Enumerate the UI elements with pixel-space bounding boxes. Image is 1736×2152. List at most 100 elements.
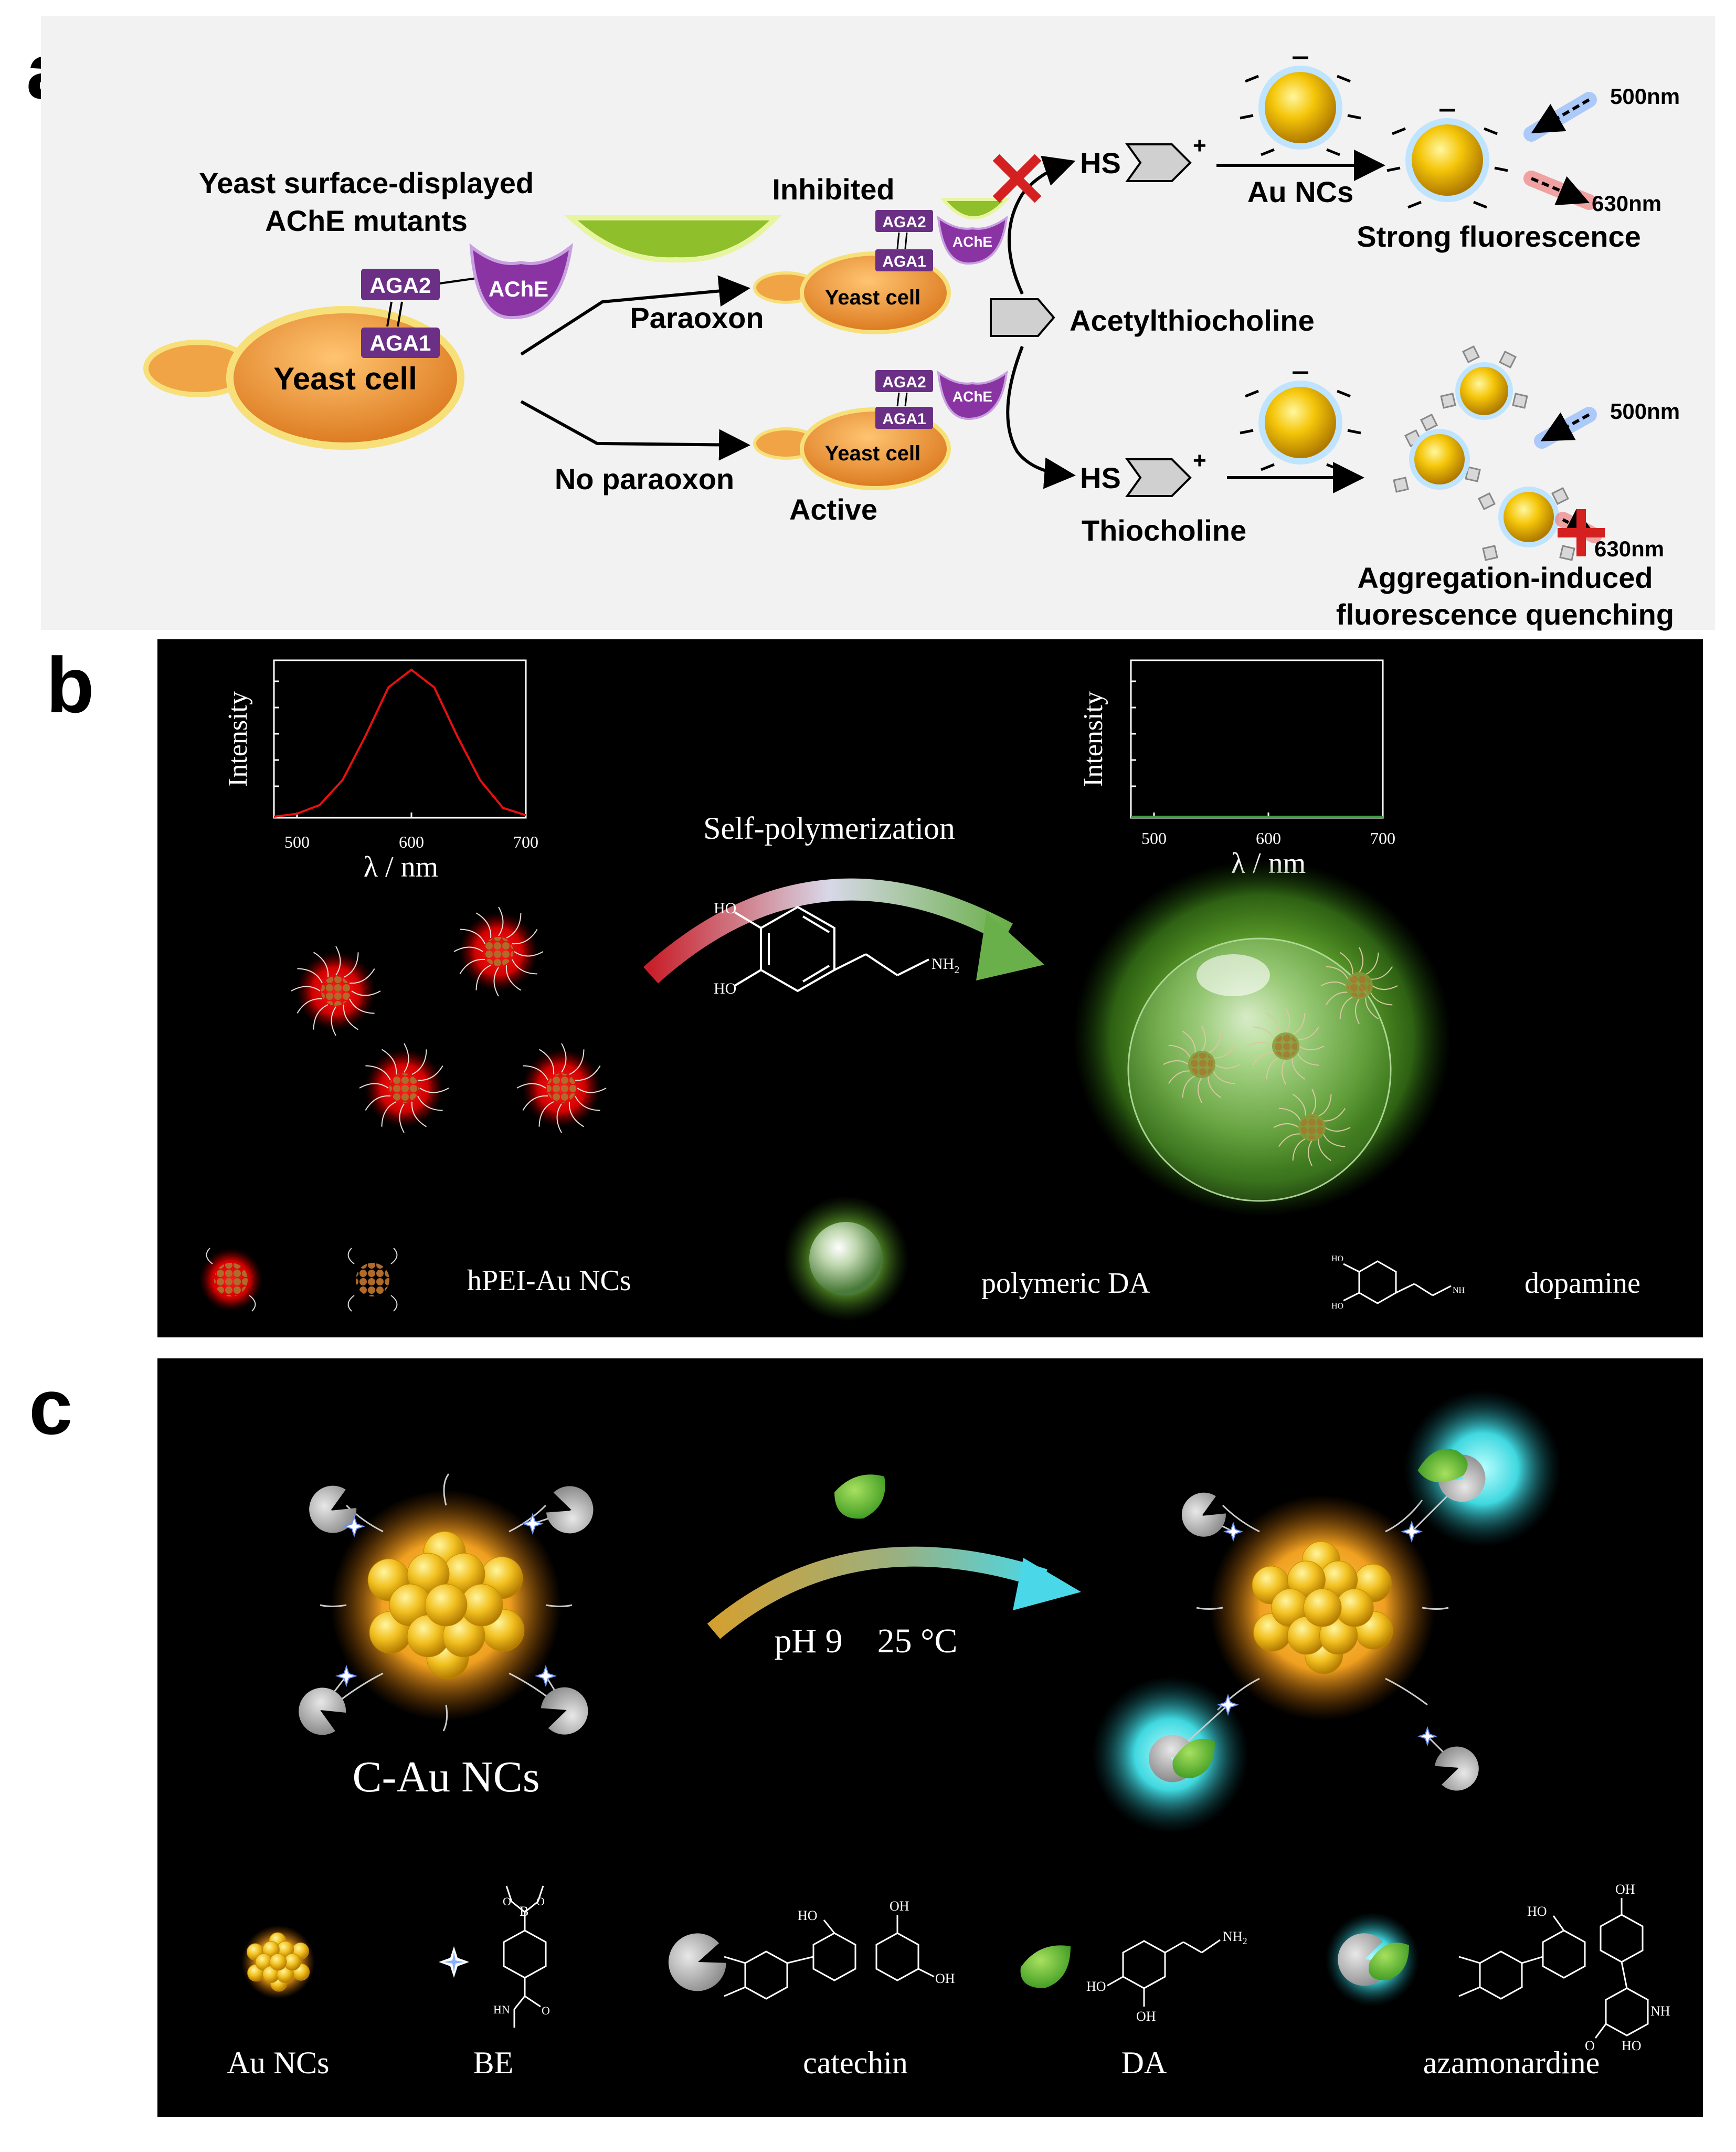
- svg-text:AChE: AChE: [952, 388, 992, 405]
- embedded-nc-cluster: [1273, 1089, 1351, 1166]
- thiocholine-label: Thiocholine: [1082, 514, 1246, 547]
- da-oh-label: OH: [1136, 2009, 1156, 2024]
- tick-700-right: 700: [1370, 829, 1395, 848]
- tick-600-left: 600: [399, 832, 424, 851]
- svg-text:AGA1: AGA1: [882, 253, 926, 270]
- self-polymerization-arrow: [643, 878, 1044, 984]
- legend-polymeric-label: polymeric DA: [981, 1267, 1150, 1300]
- aga-boxes-big: AGA2 AGA1: [361, 269, 477, 358]
- legend-da-leaf-icon: [1020, 1945, 1071, 1988]
- hs-thiol-top: HS +: [1080, 133, 1206, 182]
- azamonardine-ho-label-2: HO: [1622, 2038, 1642, 2053]
- legend-azamonardine-structure: [1458, 1898, 1649, 2039]
- azamonardine-oh-label: OH: [1615, 1882, 1635, 1897]
- catechin-pac-with-be: [299, 1664, 358, 1735]
- legend-au-ncs-icon: [241, 1925, 315, 1999]
- spectrum-chart-left: Intensity 500 600 700 λ / nm: [223, 659, 538, 883]
- nm630-bottom: 630nm: [1594, 536, 1664, 561]
- ache-enzyme-big: AChE: [469, 242, 574, 320]
- svg-text:AChE: AChE: [952, 234, 992, 250]
- legend-be-structure: [503, 1885, 547, 2028]
- red-au-nc-cluster: [291, 946, 381, 1036]
- tick-600-right: 600: [1256, 829, 1281, 848]
- legend-dopamine-ho-1: HO: [1331, 1254, 1343, 1263]
- catechin-pac-with-be: [534, 1664, 588, 1735]
- azamonardine-o-label: O: [1585, 2038, 1595, 2053]
- da-ho-label: HO: [1086, 1979, 1106, 1994]
- catechin-pac-with-be: [1417, 1726, 1479, 1791]
- legend-da-structure: [1107, 1939, 1221, 2007]
- legend-dopamine-ho-2: HO: [1331, 1302, 1343, 1311]
- inhibited-label: Inhibited: [772, 173, 894, 206]
- legend-da-label: DA: [1121, 2045, 1167, 2080]
- be-o-atom-1: O: [503, 1895, 511, 1908]
- red-au-nc-cluster: [359, 1043, 449, 1133]
- da-nh2-label: NH2: [1223, 1929, 1247, 1946]
- legend-dopamine-nh2: NH: [1453, 1286, 1465, 1295]
- svg-text:Yeast cell: Yeast cell: [825, 442, 920, 465]
- spectrum-chart-right: Intensity 500 600 700 λ / nm: [1078, 659, 1395, 880]
- c-au-ncs-right: [1092, 1390, 1561, 1833]
- embedded-nc-cluster: [1247, 1007, 1325, 1085]
- panel-b-letter: b: [46, 641, 94, 729]
- red-au-nc-cluster: [516, 1043, 607, 1133]
- embedded-au-nc-clusters: [1163, 947, 1398, 1166]
- catechin-pac-with-be: [309, 1485, 366, 1538]
- svg-text:HS: HS: [1080, 461, 1121, 494]
- leaf-da-reagent: [834, 1474, 885, 1519]
- spectrum-curve-red: [273, 668, 526, 818]
- paraoxon-shape: [564, 215, 782, 263]
- excitation-arrow-bottom: [1534, 407, 1597, 449]
- legend-catechin-pac-icon: [668, 1933, 726, 1991]
- red-au-nc-clusters: [291, 906, 607, 1133]
- legend-au-ncs-label: Au NCs: [227, 2045, 329, 2080]
- conditions-label: pH 9 25 °C: [774, 1622, 957, 1660]
- blocked-cross: [992, 154, 1042, 203]
- panel-b: Intensity 500 600 700 λ / nm Intensity 5…: [157, 639, 1703, 1337]
- svg-text:AGA2: AGA2: [370, 273, 431, 298]
- svg-text:AGA1: AGA1: [882, 410, 926, 428]
- ho-label-2: HO: [714, 980, 736, 997]
- legend-hpei-label: hPEI-Au NCs: [467, 1264, 631, 1297]
- hs-thiol-bottom: HS +: [1080, 448, 1206, 497]
- svg-text:+: +: [1193, 448, 1206, 473]
- panel-a: Yeast surface-displayed AChE mutants Yea…: [41, 16, 1715, 631]
- active-yeast-cell: Yeast cell AGA2 AGA1 AChE: [753, 370, 1008, 490]
- legend-be-icon: [439, 1946, 469, 1978]
- svg-text:Yeast cell: Yeast cell: [273, 361, 417, 396]
- tick-500-left: 500: [284, 832, 310, 851]
- nm500-top: 500nm: [1610, 84, 1680, 109]
- au-ncs-label: Au NCs: [1247, 175, 1353, 208]
- legend-azamonardine-label: azamonardine: [1423, 2045, 1600, 2080]
- polymeric-da-sphere: [1073, 860, 1451, 1217]
- active-label: Active: [789, 493, 877, 526]
- xlabel-left: λ / nm: [364, 851, 438, 883]
- embedded-nc-cluster: [1163, 1026, 1241, 1103]
- intensity-label-right: Intensity: [1078, 691, 1108, 787]
- panel-c-letter: c: [29, 1363, 73, 1451]
- gold-np-strong: [1386, 109, 1508, 209]
- panel-c: C-Au NCs pH 9 25 °C Au NCs: [157, 1358, 1703, 2117]
- c-au-ncs-left: [299, 1473, 594, 1735]
- excitation-arrow-top: [1523, 92, 1597, 142]
- catechin-pac-with-be: [521, 1486, 594, 1535]
- be-b-atom: B: [520, 1904, 528, 1919]
- svg-text:AGA2: AGA2: [882, 214, 926, 231]
- legend-polymeric-icon: [783, 1196, 909, 1322]
- legend-dopamine-label: dopamine: [1525, 1267, 1640, 1300]
- inhibited-yeast-cell: Yeast cell AGA2 AGA1 AChE: [753, 198, 1010, 334]
- legend-catechin-label: catechin: [803, 2045, 908, 2080]
- paraoxon-label: Paraoxon: [630, 301, 764, 334]
- aggregated-gold-nps: [1393, 345, 1575, 561]
- nm630-top: 630nm: [1592, 191, 1661, 216]
- no-paraoxon-arrow: [520, 400, 750, 461]
- be-hn-label: HN: [493, 2003, 510, 2016]
- catechin-pac-with-be: [1181, 1492, 1244, 1542]
- legend-hpei-icon: [199, 1248, 398, 1312]
- be-o-atom-3: O: [542, 2004, 550, 2017]
- aggregation-label-line2: fluorescence quenching: [1336, 598, 1674, 631]
- paraoxon-arrow: [520, 275, 750, 356]
- strong-fluorescence-label: Strong fluorescence: [1357, 220, 1640, 253]
- svg-text:AChE: AChE: [489, 277, 548, 301]
- tick-500-right: 500: [1141, 829, 1167, 848]
